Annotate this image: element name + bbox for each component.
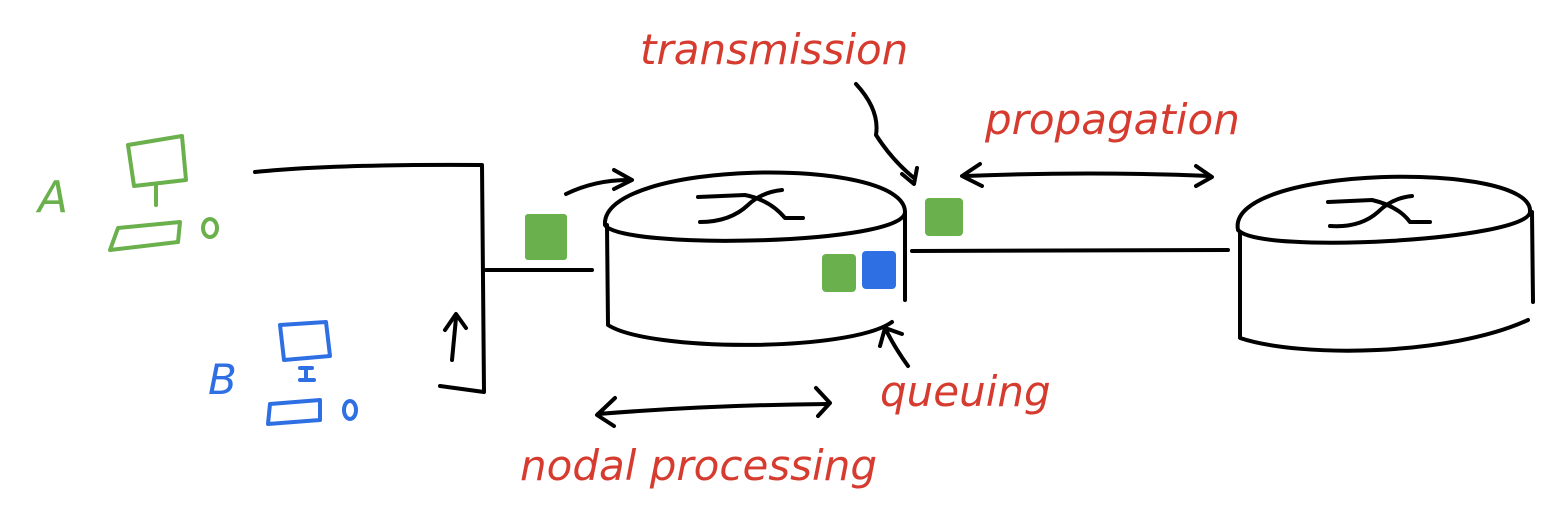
host-a-computer-icon (108, 134, 219, 252)
router-2-cross-arrows-icon (1326, 194, 1432, 229)
host-a: A (35, 134, 219, 252)
queuing-pointer-arrow-icon (878, 326, 910, 368)
host-a-mouse (201, 217, 219, 239)
delay-labels: transmission propagation queuing nodal p… (520, 25, 1240, 490)
router-1 (602, 170, 907, 347)
host-b-computer-icon (266, 320, 358, 426)
router-2 (1235, 174, 1535, 353)
packet-incoming-green (525, 214, 567, 260)
router-2-top (1235, 174, 1533, 245)
packet-queued-green (822, 254, 856, 292)
propagation-label: propagation (984, 95, 1240, 144)
packet-transmitted-green (925, 198, 963, 236)
host-b-mouse (342, 399, 358, 421)
incoming-arrow-icon (564, 168, 634, 196)
host-b-keyboard (266, 398, 322, 426)
shared-link-line (253, 162, 486, 394)
router-1-cross-arrows-icon (696, 188, 805, 224)
access-links (253, 162, 594, 394)
transmission-label: transmission (640, 25, 908, 74)
queuing-label: queuing (880, 367, 1051, 416)
host-b: B (208, 320, 358, 426)
nodal-processing-label: nodal processing (520, 441, 877, 490)
packet-queued-blue (862, 251, 896, 289)
up-arrow-icon (443, 312, 468, 362)
processing-double-arrow-icon (595, 386, 832, 428)
host-b-monitor (278, 320, 332, 362)
router-to-router-link (910, 248, 1230, 253)
host-a-monitor (126, 134, 188, 188)
router-1-body (605, 210, 907, 347)
host-b-label: B (208, 355, 237, 404)
host-b-stand (298, 366, 316, 382)
host-a-label: A (35, 172, 68, 223)
packets (525, 198, 963, 292)
propagation-double-arrow-icon (960, 162, 1214, 188)
host-a-keyboard (108, 220, 182, 252)
router-2-body (1238, 210, 1535, 353)
transmission-pointer-arrow-icon (854, 82, 919, 186)
router-1-top (602, 170, 907, 243)
